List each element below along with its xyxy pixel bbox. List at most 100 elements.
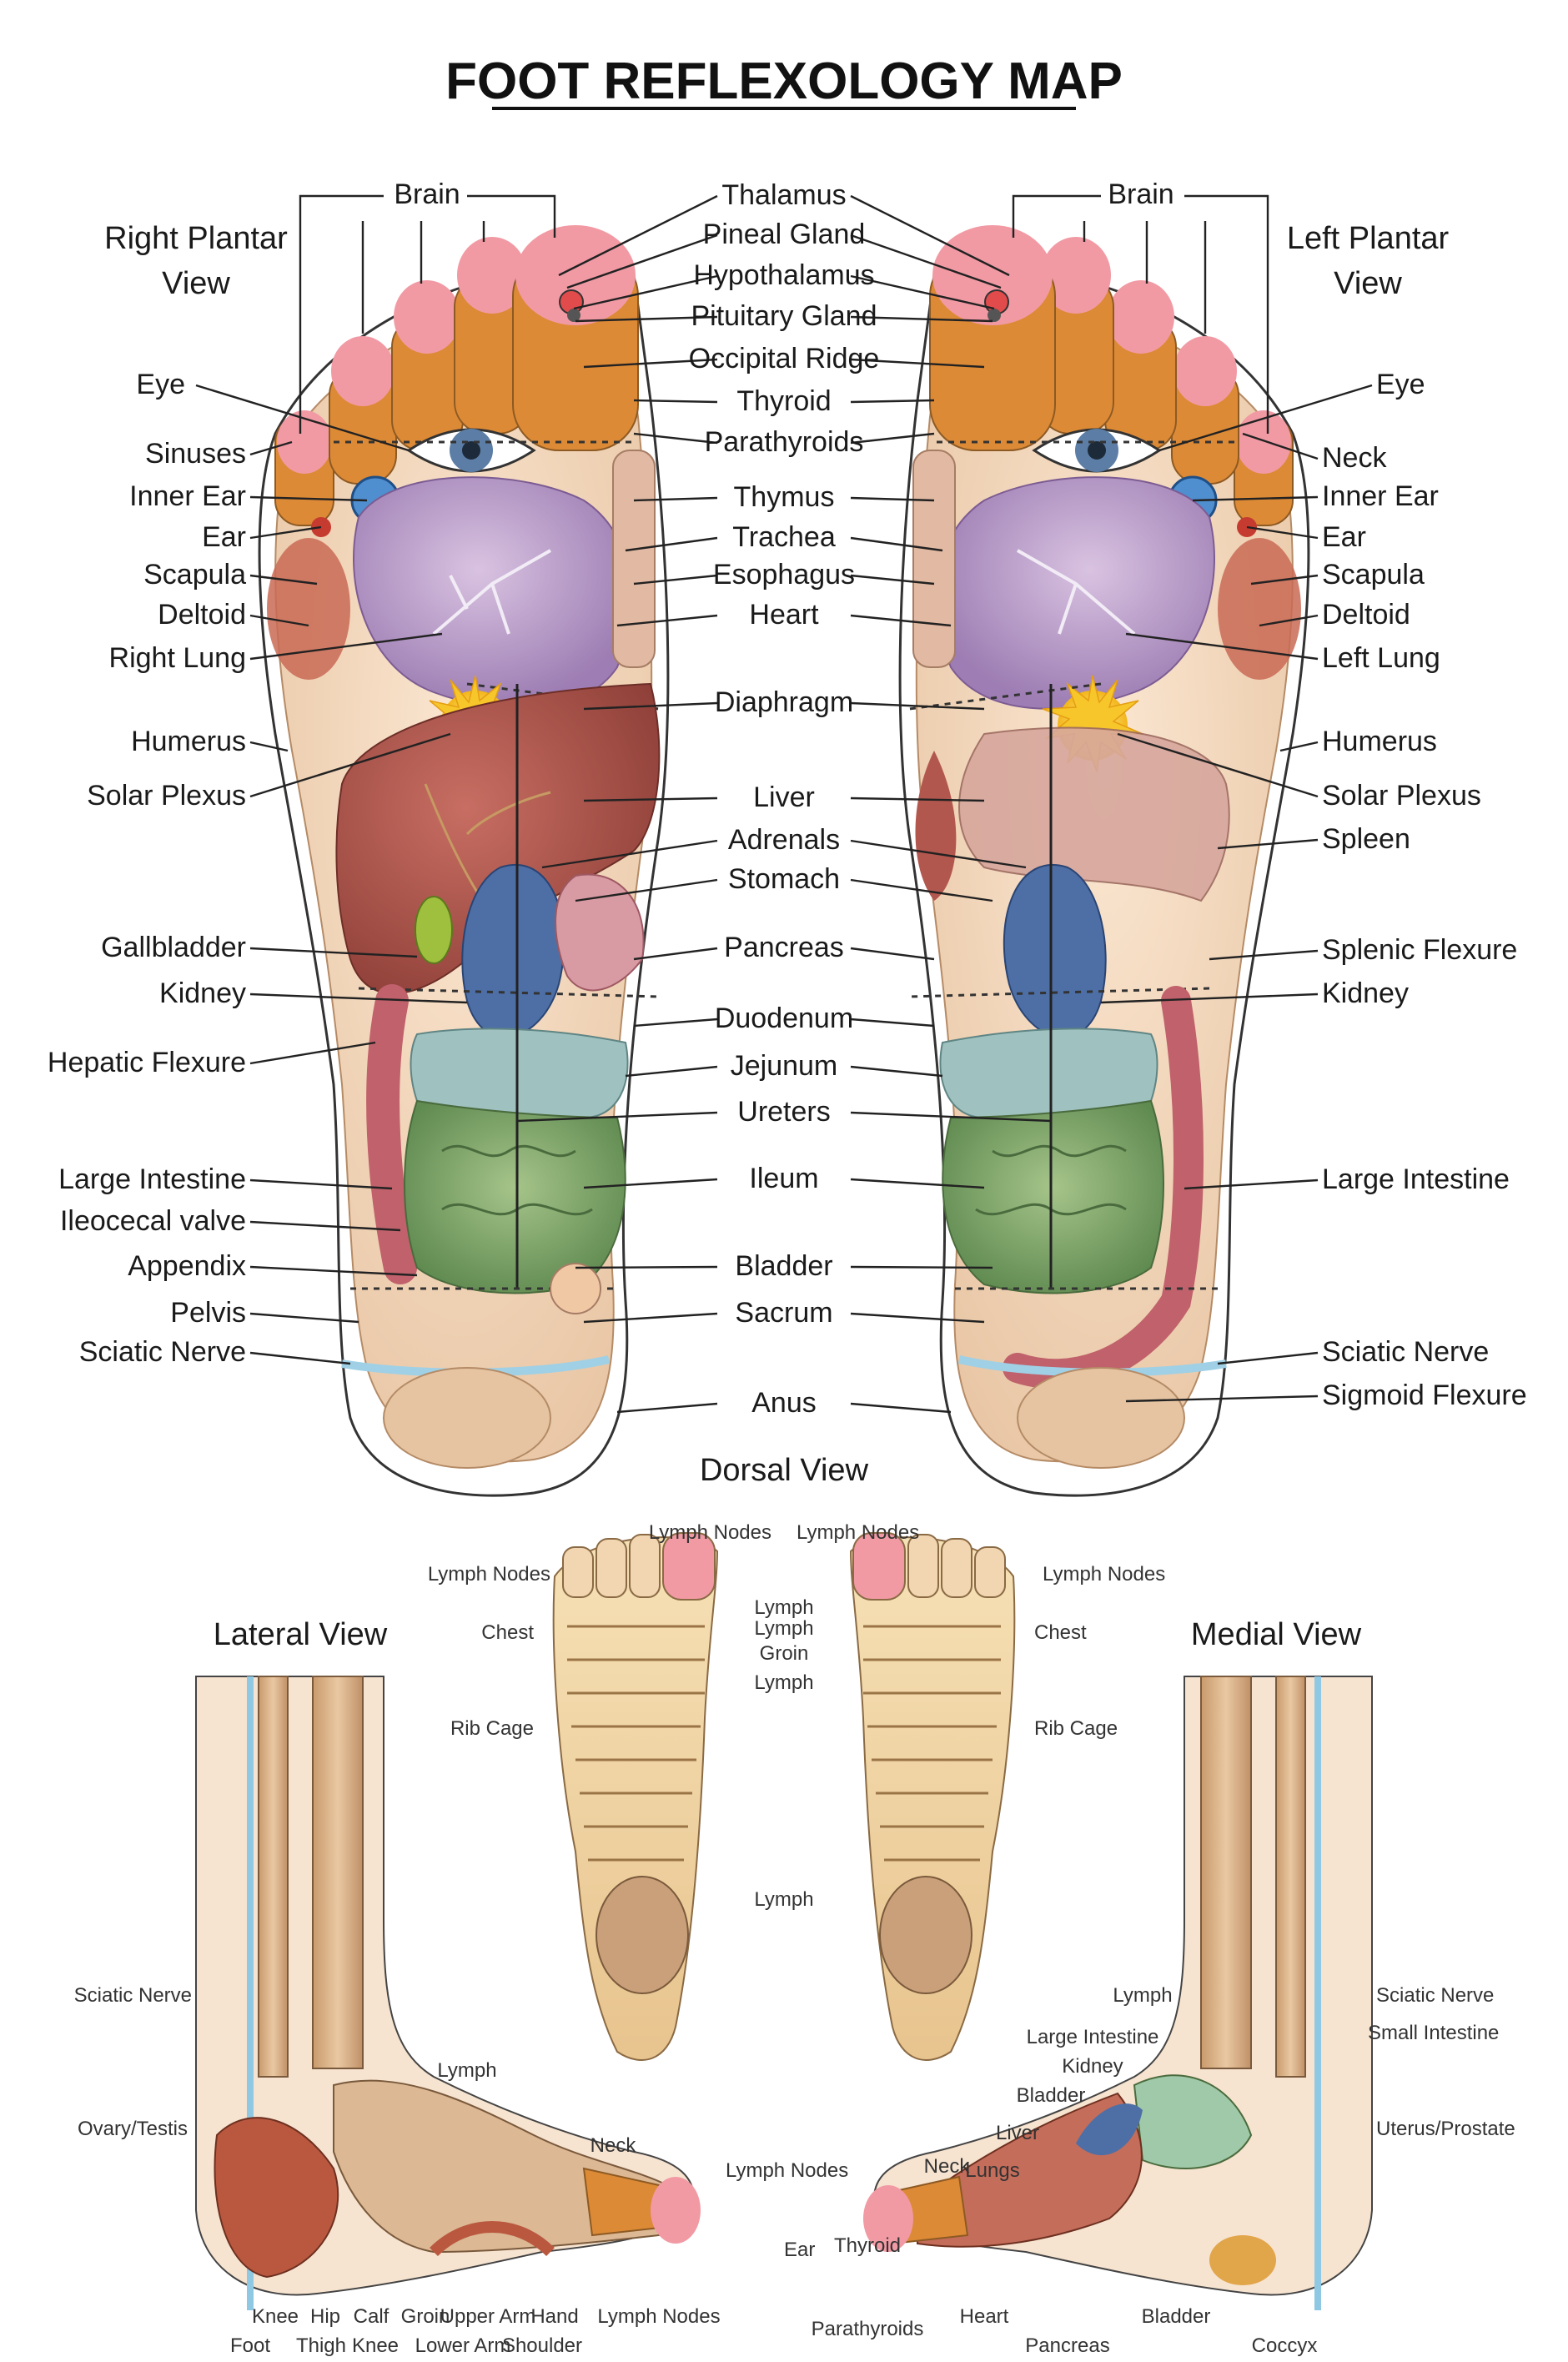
leader-line (616, 1402, 718, 1414)
label-parathyroids: Parathyroids (705, 426, 864, 458)
brain-label-left: Brain (1108, 178, 1173, 210)
label-eye: Eye (136, 369, 185, 400)
leader-line (1242, 432, 1319, 460)
label-thyroid: Thyroid (736, 385, 831, 417)
dorsal-label-lymph-nodes: Lymph Nodes (428, 1563, 550, 1586)
leader-line (249, 440, 293, 456)
leader-line (850, 1111, 1052, 1123)
leader-line (249, 1178, 393, 1190)
right-plantar-foot (258, 225, 670, 1497)
label-ileum: Ileum (749, 1163, 818, 1194)
leader-line (575, 315, 718, 323)
label-inner-ear: Inner Ear (129, 480, 246, 512)
label-solar-plexus: Solar Plexus (87, 780, 246, 812)
label-diaphragm: Diaphragm (715, 686, 853, 718)
medial-label-bladder: Bladder (1142, 2305, 1211, 2328)
label-deltoid: Deltoid (1322, 599, 1410, 631)
leader-line (1217, 838, 1319, 850)
dorsal-label-chest: Chest (481, 1621, 534, 1644)
leader-line (850, 358, 985, 369)
medial-label-bladder: Bladder (1017, 2084, 1086, 2107)
leader-line (850, 839, 1027, 869)
label-pituitary-gland: Pituitary Gland (691, 300, 877, 332)
lateral-label-ear: Ear (784, 2239, 815, 2261)
label-spleen: Spleen (1322, 823, 1410, 855)
label-ileocecal-valve: Ileocecal valve (60, 1205, 246, 1237)
label-large-intestine: Large Intestine (1322, 1163, 1510, 1195)
leader-line (625, 536, 718, 552)
leader-line (850, 574, 935, 585)
leader-line (573, 274, 718, 310)
label-hepatic-flexure: Hepatic Flexure (48, 1047, 246, 1078)
leader-line (850, 614, 952, 627)
label-scapula: Scapula (1322, 559, 1425, 590)
leader-line (1117, 732, 1319, 798)
label-ureters: Ureters (737, 1096, 830, 1128)
label-sciatic-nerve: Sciatic Nerve (79, 1336, 246, 1368)
leader-line (516, 1111, 718, 1123)
leader-line (249, 574, 318, 585)
leader-line (249, 1312, 359, 1324)
label-pelvis: Pelvis (170, 1297, 246, 1329)
brain-bracket-left: Brain (1012, 178, 1269, 434)
dorsal-label-lymph-nodes: Lymph Nodes (1043, 1563, 1165, 1586)
leader-line (633, 574, 718, 585)
leader-line (850, 1402, 952, 1414)
dorsal-right-foot (552, 1532, 719, 2061)
leader-line (249, 1041, 376, 1065)
lateral-label-sciatic-nerve: Sciatic Nerve (74, 1984, 192, 2007)
label-thalamus: Thalamus (721, 179, 846, 211)
lateral-label-lymph-nodes: Lymph Nodes (726, 2159, 848, 2182)
leader-line (850, 878, 993, 902)
leader-line (850, 1265, 993, 1269)
label-scapula: Scapula (143, 559, 246, 590)
leader-line (1250, 574, 1319, 585)
lateral-label-lymph: Lymph (437, 2059, 496, 2082)
leader-line (633, 947, 718, 961)
small-intestine (404, 1099, 626, 1294)
leader-line (249, 741, 289, 752)
dorsal-label-lymph: Lymph (754, 1596, 813, 1619)
label-humerus: Humerus (131, 726, 246, 757)
leader-line (633, 399, 718, 404)
lateral-label-knee: Knee (352, 2334, 399, 2357)
leader-line (1184, 1178, 1319, 1190)
leader-line (1246, 525, 1319, 540)
label-kidney: Kidney (159, 977, 246, 1009)
lateral-label-shoulder: Shoulder (502, 2334, 582, 2357)
left-plantar-foot (898, 225, 1310, 1497)
leader-line (249, 614, 309, 627)
eye-icon (406, 428, 536, 473)
label-adrenals: Adrenals (728, 824, 840, 856)
brain-label-right: Brain (394, 178, 460, 210)
lateral-view: Sciatic NerveOvary/TestisLymphNeckLymph … (74, 1676, 848, 2357)
lateral-label-thigh: Thigh (296, 2334, 346, 2357)
leader-line (850, 234, 1002, 289)
leader-line (850, 947, 935, 961)
leader-line (583, 358, 718, 369)
lateral-label-foot: Foot (230, 2334, 270, 2357)
medial-label-kidney: Kidney (1062, 2055, 1123, 2078)
leader-line (1158, 384, 1373, 452)
leader-line (249, 993, 468, 1004)
leader-line (583, 1312, 718, 1324)
leader-line (249, 732, 451, 798)
medial-label-thyroid: Thyroid (834, 2234, 901, 2257)
label-kidney: Kidney (1322, 977, 1409, 1009)
dorsal-label-lymph: Lymph (754, 1671, 813, 1694)
leader-line (633, 496, 718, 502)
lateral-label-lower-arm: Lower Arm (415, 2334, 511, 2357)
lateral-label-hand: Hand (530, 2305, 578, 2328)
label-eye: Eye (1376, 369, 1425, 400)
dorsal-view-label: Dorsal View (700, 1453, 869, 1488)
leader-line (249, 1351, 351, 1365)
label-sciatic-nerve: Sciatic Nerve (1322, 1336, 1489, 1368)
leader-line (850, 701, 985, 711)
leader-line (575, 1265, 718, 1269)
dorsal-label-chest: Chest (1034, 1621, 1087, 1644)
label-pancreas: Pancreas (724, 932, 844, 963)
label-sacrum: Sacrum (735, 1297, 832, 1329)
